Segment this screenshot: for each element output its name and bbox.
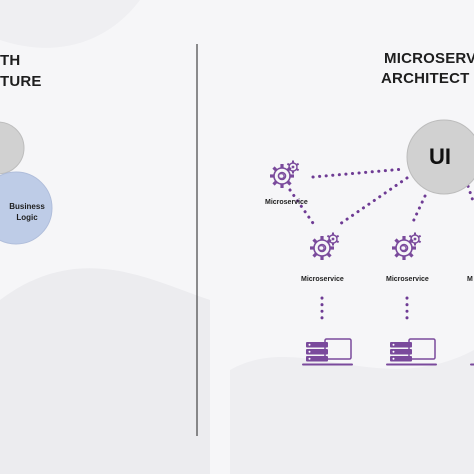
monolith-ui-circle — [0, 121, 25, 175]
background-wave — [0, 268, 210, 474]
microservices-title-line-1: MICROSERV — [384, 50, 474, 67]
background-wave-right — [230, 350, 474, 474]
ui-label: UI — [429, 144, 451, 169]
microservice-3-gear-icon — [391, 231, 422, 261]
service-connections — [288, 167, 474, 320]
microservice-1-gear-icon — [269, 159, 300, 189]
microservice-label-1: Microservice — [265, 199, 308, 206]
monolith-title-line-1: TH — [0, 52, 21, 69]
microservice-2-gear-icon — [309, 231, 340, 261]
business-logic-circle — [0, 171, 53, 245]
database-server-icon-2 — [385, 338, 438, 367]
business-logic-label-line-2: Logic — [16, 213, 38, 222]
microservice-label-3: Microservice — [386, 276, 429, 283]
business-logic-label-line-1: Business — [9, 202, 45, 211]
microservice-label-2: Microservice — [301, 276, 344, 283]
background-wave-top — [0, 0, 140, 48]
microservice-label-4: M — [467, 276, 473, 283]
ui-circle — [406, 119, 474, 195]
microservices-title-line-2: ARCHITECT — [381, 70, 470, 87]
monolith-title-line-2: TURE — [0, 73, 42, 90]
